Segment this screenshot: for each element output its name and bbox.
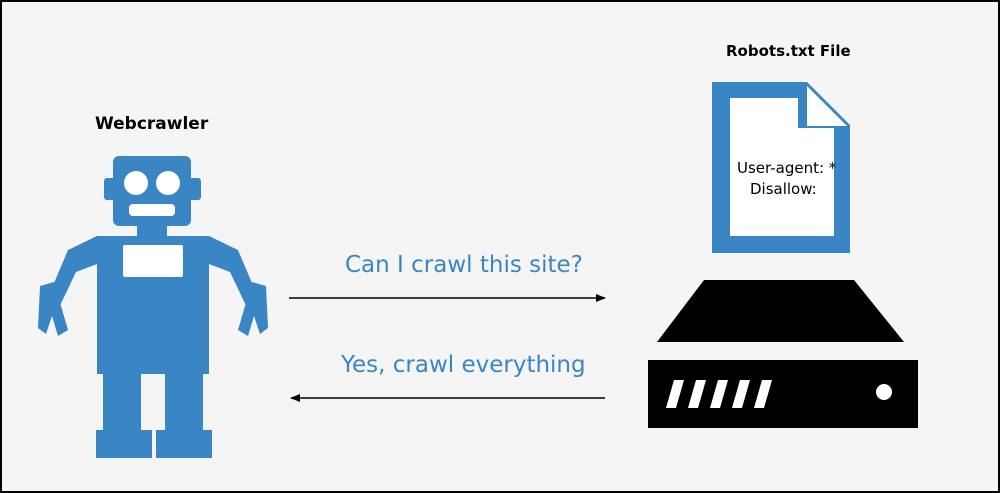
request-message: Can I crawl this site?: [345, 252, 583, 278]
server-icon: [648, 280, 918, 428]
robots-line-disallow: Disallow:: [750, 180, 817, 198]
robot-face: [123, 171, 183, 277]
document-icon: [712, 82, 850, 253]
response-message: Yes, crawl everything: [341, 352, 586, 378]
robots-line-user-agent: User-agent: *: [737, 159, 837, 177]
webcrawler-label: Webcrawler: [95, 114, 209, 134]
server-vents: [666, 380, 772, 408]
robot-icon: [38, 156, 268, 458]
server-power-light: [876, 384, 892, 400]
robots-file-label: Robots.txt File: [726, 42, 851, 60]
